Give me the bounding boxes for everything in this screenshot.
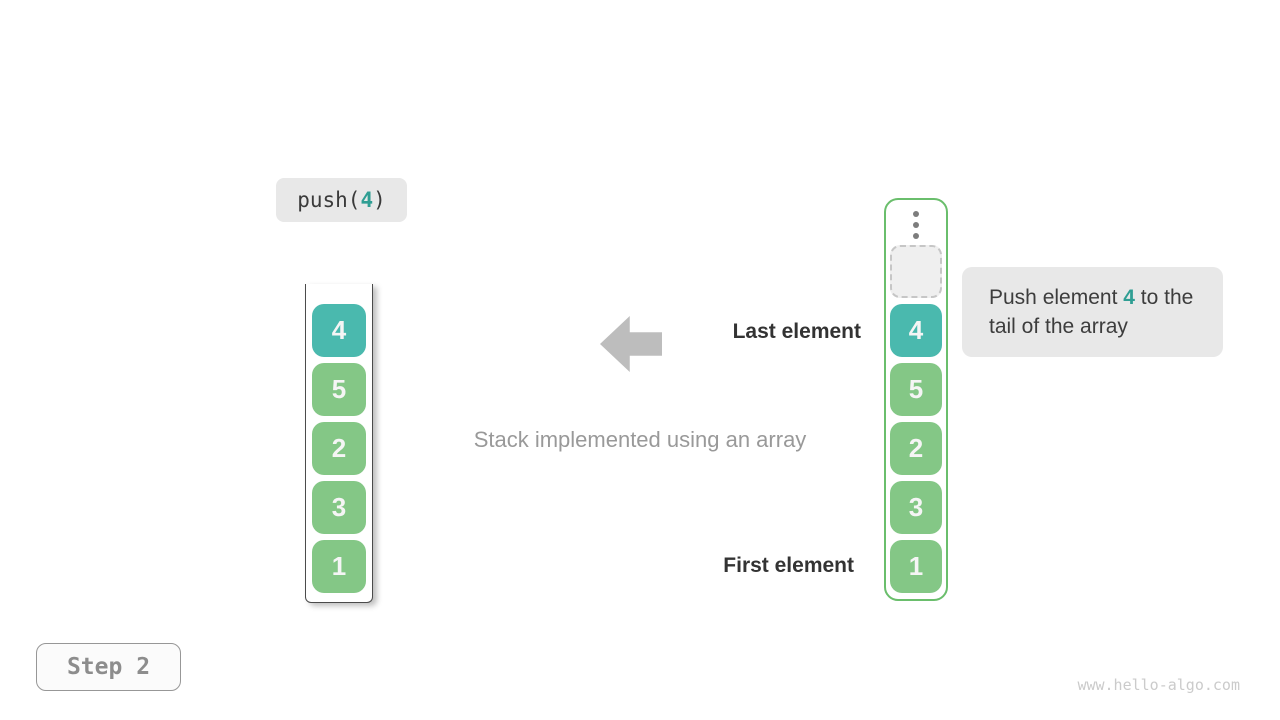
- first-element-label: First element: [723, 554, 854, 577]
- vertical-dots-icon: [913, 211, 919, 239]
- stack-plain-container: 4 5 2 3 1: [305, 284, 373, 603]
- step-badge: Step 2: [36, 643, 181, 691]
- callout-highlight: 4: [1123, 286, 1135, 309]
- stack-cell: 5: [312, 363, 366, 416]
- watermark-url: www.hello-algo.com: [1077, 676, 1240, 694]
- stack-cell: 1: [312, 540, 366, 593]
- stack-cell: 2: [312, 422, 366, 475]
- callout-text-after: to the tail of the array: [989, 286, 1194, 338]
- stack-cell: 1: [890, 540, 942, 593]
- diagram-caption: Stack implemented using an array: [473, 427, 807, 452]
- stack-cell: 5: [890, 363, 942, 416]
- empty-slot: [890, 245, 942, 298]
- stack-annotated-container: 4 5 2 3 1: [884, 198, 948, 601]
- stack-cell: 3: [890, 481, 942, 534]
- stack-cell: 4: [312, 304, 366, 357]
- last-element-label: Last element: [732, 320, 861, 343]
- operation-label: push(4): [276, 178, 407, 222]
- stack-cell: 3: [312, 481, 366, 534]
- stack-cell: 4: [890, 304, 942, 357]
- stack-cell: 2: [890, 422, 942, 475]
- operation-prefix: push(: [297, 188, 361, 212]
- push-callout: Push element 4 to the tail of the array: [962, 267, 1223, 357]
- operation-suffix: ): [373, 188, 386, 212]
- push-callout-text: Push element 4 to the tail of the array: [989, 283, 1201, 341]
- left-arrow-icon: [600, 316, 662, 372]
- operation-arg: 4: [360, 188, 374, 212]
- callout-text-before: Push element: [989, 286, 1124, 309]
